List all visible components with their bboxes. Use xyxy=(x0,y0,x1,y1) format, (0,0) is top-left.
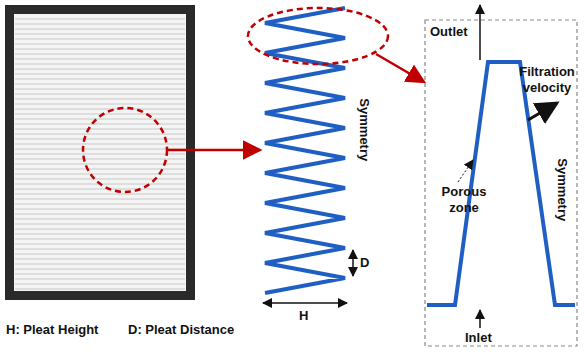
flow-arrow xyxy=(479,310,481,328)
velocity-arrow xyxy=(528,103,557,120)
callout-label: Filtration velocity xyxy=(512,64,582,95)
zoom-circle xyxy=(83,108,167,192)
dimension-label: H xyxy=(299,308,308,324)
legend-note: H: Pleat Height xyxy=(6,322,98,338)
boundary-label: Inlet xyxy=(465,330,492,346)
dimension-label: D xyxy=(360,255,369,271)
pleat-zigzag xyxy=(265,8,345,293)
leader-line xyxy=(458,160,473,182)
zoom-arrow xyxy=(167,149,260,152)
pleat-trapezoid xyxy=(427,62,575,305)
zoom-ellipse xyxy=(248,8,388,64)
filter-photo xyxy=(5,5,195,300)
boundary-label: Symmetry xyxy=(356,99,372,162)
callout-label: Porous zone xyxy=(436,184,492,215)
zoom-arrow xyxy=(376,54,424,82)
flow-arrow xyxy=(479,5,481,60)
boundary-label: Symmetry xyxy=(554,159,570,222)
legend-note: D: Pleat Distance xyxy=(128,322,234,338)
dimension-arrow xyxy=(263,302,347,304)
boundary-label: Outlet xyxy=(430,24,468,40)
dimension-arrow xyxy=(352,250,354,276)
